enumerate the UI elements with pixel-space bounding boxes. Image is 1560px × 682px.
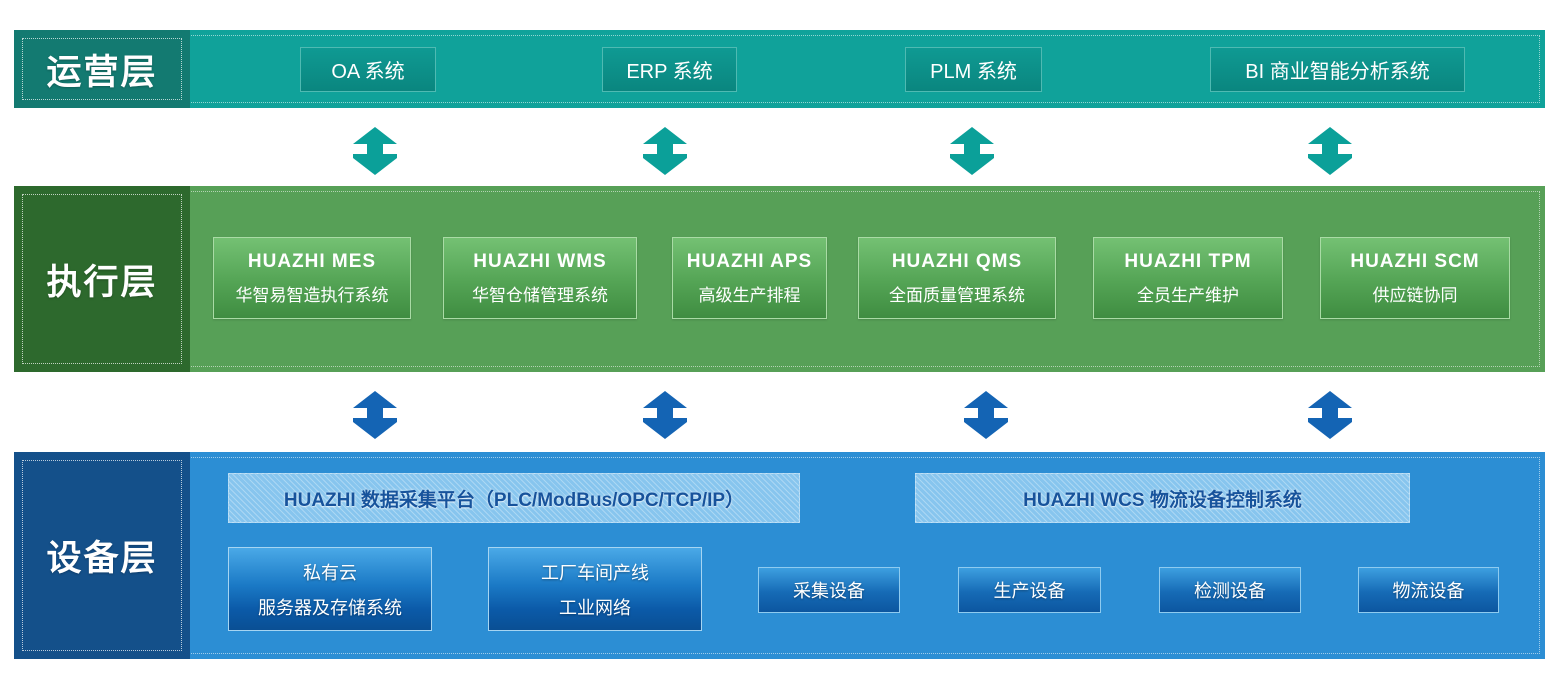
equipment-box-collection: 采集设备	[758, 567, 900, 613]
system-box-tpm: HUAZHI TPM 全员生产维护	[1093, 237, 1283, 319]
up-down-arrow-icon	[1308, 391, 1352, 439]
qms-title: HUAZHI QMS	[891, 250, 1023, 272]
private-cloud-line2: 服务器及存储系统	[258, 597, 402, 618]
aps-title: HUAZHI APS	[686, 250, 813, 272]
up-down-arrow-icon	[643, 127, 687, 175]
logistics-equipment-label: 物流设备	[1392, 581, 1465, 601]
infra-box-factory-network: 工厂车间产线 工业网络	[488, 547, 702, 631]
operations-label-text: 运营层	[46, 52, 158, 92]
aps-subtitle: 高级生产排程	[698, 285, 801, 305]
layer-devices: 设备层 HUAZHI 数据采集平台（PLC/ModBus/OPC/TCP/IP）…	[14, 452, 1545, 659]
mes-subtitle: 华智易智造执行系统	[235, 285, 389, 305]
system-box-scm: HUAZHI SCM 供应链协同	[1320, 237, 1510, 319]
factory-network-line2: 工业网络	[559, 597, 631, 618]
system-box-mes: HUAZHI MES 华智易智造执行系统	[213, 237, 411, 319]
up-down-arrow-icon	[964, 391, 1008, 439]
tpm-subtitle: 全员生产维护	[1137, 285, 1239, 305]
platform-banner-data-collection: HUAZHI 数据采集平台（PLC/ModBus/OPC/TCP/IP）	[228, 473, 800, 523]
system-box-plm-label: PLM 系统	[930, 61, 1017, 83]
scm-title: HUAZHI SCM	[1350, 250, 1480, 272]
system-box-plm: PLM 系统	[905, 47, 1042, 92]
layer-label-execution: 执行层	[14, 186, 190, 372]
data-collection-platform-label: HUAZHI 数据采集平台（PLC/ModBus/OPC/TCP/IP）	[283, 489, 745, 511]
wms-subtitle: 华智仓储管理系统	[472, 285, 608, 305]
equipment-box-inspection: 检测设备	[1159, 567, 1301, 613]
platform-banner-wcs: HUAZHI WCS 物流设备控制系统	[915, 473, 1410, 523]
wcs-platform-label: HUAZHI WCS 物流设备控制系统	[1023, 489, 1302, 511]
scm-subtitle: 供应链协同	[1372, 285, 1458, 305]
mes-title: HUAZHI MES	[247, 250, 377, 272]
system-box-oa: OA 系统	[300, 47, 436, 92]
factory-network-line1: 工厂车间产线	[541, 562, 649, 583]
up-down-arrow-icon	[353, 391, 397, 439]
production-equipment-label: 生产设备	[993, 581, 1066, 601]
system-box-bi: BI 商业智能分析系统	[1210, 47, 1465, 92]
layer-operations: 运营层 OA 系统 ERP 系统 PLM 系统 BI 商业智能分析系统	[14, 30, 1545, 108]
system-box-erp-label: ERP 系统	[626, 61, 713, 83]
layer-execution: 执行层 HUAZHI MES 华智易智造执行系统 HUAZHI WMS 华智仓储…	[14, 186, 1545, 372]
layer-label-operations: 运营层	[14, 30, 190, 108]
devices-label-text: 设备层	[46, 539, 158, 578]
private-cloud-line1: 私有云	[303, 562, 357, 583]
up-down-arrow-icon	[643, 391, 687, 439]
up-down-arrow-icon	[950, 127, 994, 175]
system-box-wms: HUAZHI WMS 华智仓储管理系统	[443, 237, 637, 319]
equipment-box-production: 生产设备	[958, 567, 1101, 613]
system-box-bi-label: BI 商业智能分析系统	[1245, 61, 1430, 83]
qms-subtitle: 全面质量管理系统	[889, 285, 1025, 305]
tpm-title: HUAZHI TPM	[1124, 250, 1252, 272]
infra-box-private-cloud: 私有云 服务器及存储系统	[228, 547, 432, 631]
system-box-oa-label: OA 系统	[331, 61, 405, 83]
up-down-arrow-icon	[1308, 127, 1352, 175]
layer-label-devices: 设备层	[14, 452, 190, 659]
system-box-aps: HUAZHI APS 高级生产排程	[672, 237, 827, 319]
inspection-equipment-label: 检测设备	[1194, 581, 1266, 601]
system-box-qms: HUAZHI QMS 全面质量管理系统	[858, 237, 1056, 319]
wms-title: HUAZHI WMS	[473, 250, 607, 272]
up-down-arrow-icon	[353, 127, 397, 175]
execution-label-text: 执行层	[46, 262, 158, 302]
equipment-box-logistics: 物流设备	[1358, 567, 1499, 613]
system-box-erp: ERP 系统	[602, 47, 737, 92]
collection-equipment-label: 采集设备	[793, 581, 865, 601]
